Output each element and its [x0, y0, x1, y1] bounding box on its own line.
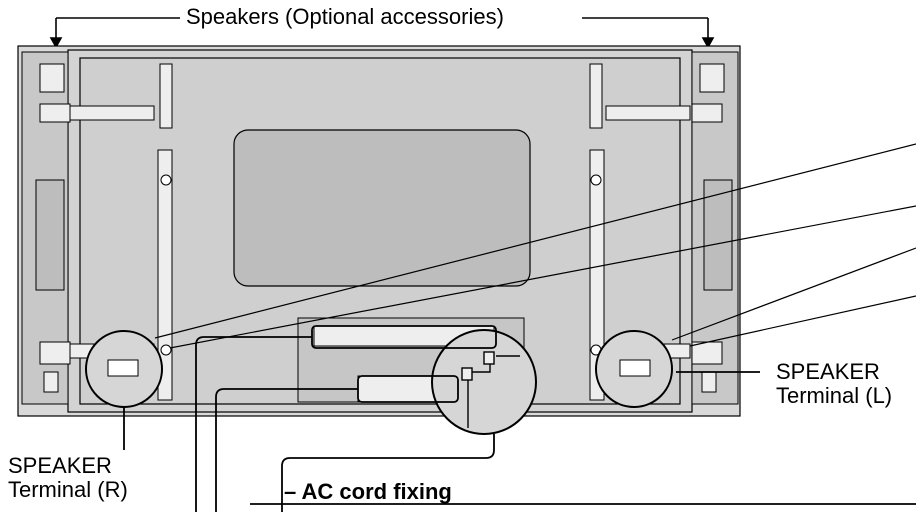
right-speaker	[691, 51, 739, 405]
bracket-holes	[160, 174, 602, 356]
speaker-terminal-r-label-line2: Terminal (R)	[8, 477, 128, 502]
ac-cord-fixing-heading: – AC cord fixing	[284, 479, 452, 504]
center-recess	[233, 129, 531, 287]
speaker-terminal-r-label-line1: SPEAKER	[8, 453, 112, 478]
left-speaker	[21, 51, 71, 405]
leader-lines	[123, 336, 916, 512]
speaker-terminal-l-label-line2: Terminal (L)	[776, 383, 893, 408]
speakers-title: Speakers (Optional accessories)	[182, 5, 508, 29]
speaker-terminals	[107, 359, 651, 377]
speaker-terminal-l-label-line1: SPEAKER	[776, 359, 880, 384]
ac-cord	[461, 351, 520, 428]
speaker-bracket-lines	[49, 17, 715, 49]
zoom-lines	[154, 143, 916, 349]
